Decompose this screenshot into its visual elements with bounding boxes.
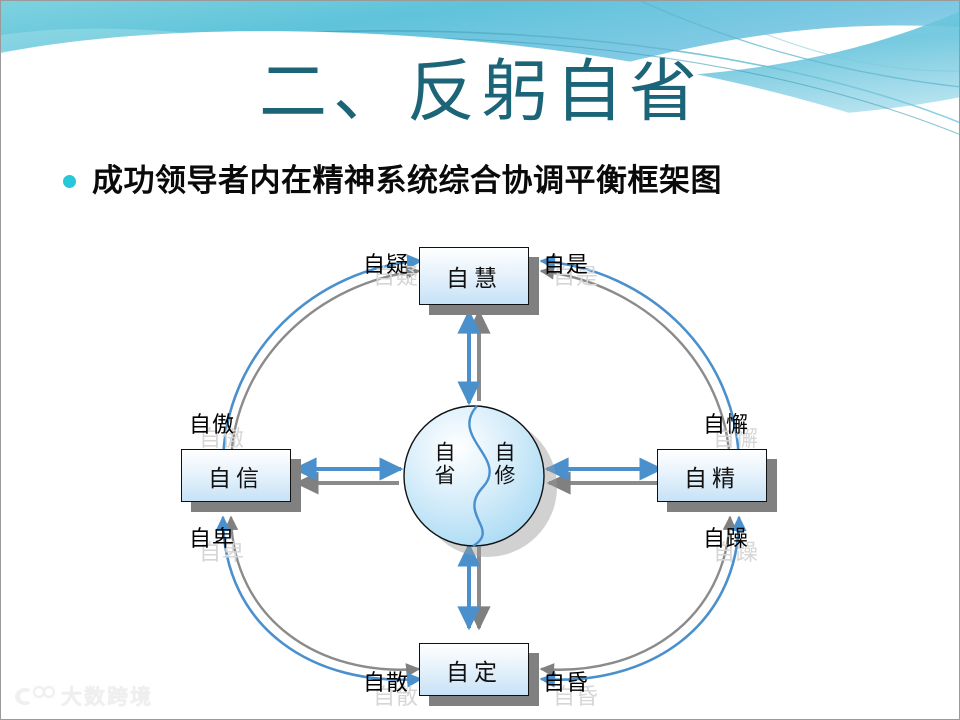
- tag-right-upper: 自懈: [703, 413, 750, 438]
- node-right[interactable]: 自精: [657, 449, 767, 502]
- title-block: 二、反躬自省: [1, 53, 959, 133]
- page-title: 二、反躬自省: [258, 53, 703, 132]
- arc-gray-top-left: [224, 265, 421, 466]
- tag-ghost-bottom-right: 自昏: [553, 685, 600, 710]
- node-top[interactable]: 自慧: [419, 247, 529, 305]
- spoke-left: [292, 457, 404, 495]
- watermark-text: 大数跨境: [61, 685, 153, 709]
- node-bottom[interactable]: 自定: [419, 643, 529, 696]
- arc-gray-top-right: [539, 265, 737, 467]
- arc-blue-top-right: [539, 254, 747, 469]
- tag-bottom-right: 自昏: [543, 671, 590, 696]
- watermark: 大数跨境: [13, 681, 153, 711]
- arc-gray-bottom-left: [224, 515, 421, 677]
- node-left[interactable]: 自信: [181, 449, 291, 502]
- arc-gray-bottom-right: [539, 515, 737, 677]
- watermark-logo-icon: [15, 685, 55, 705]
- spoke-bottom: [457, 542, 491, 631]
- center-label-right: 自修: [492, 441, 516, 487]
- arc-blue-top-left: [215, 254, 423, 468]
- diagram-connectors: [215, 254, 747, 688]
- tag-left-lower: 自卑: [189, 527, 236, 552]
- tag-right-lower: 自躁: [703, 527, 750, 552]
- bullet-icon: [63, 174, 76, 188]
- spoke-right: [544, 457, 664, 495]
- center-oval-group: [403, 405, 557, 557]
- subtitle-text: 成功领导者内在精神系统综合协调平衡框架图: [92, 163, 722, 199]
- tag-top-right: 自是: [543, 253, 590, 278]
- arc-blue-bottom-right: [539, 515, 747, 688]
- spoke-top: [457, 309, 491, 406]
- center-s-curve: [468, 405, 491, 548]
- arc-blue-bottom-left: [215, 515, 423, 688]
- framework-diagram: 自省 自修 自慧 自信 自精 自定 自疑 自疑 自是 自是 自傲 自傲 自卑 自…: [1, 229, 959, 710]
- center-label-left: 自省: [432, 441, 456, 487]
- subtitle-row: 成功领导者内在精神系统综合协调平衡框架图: [63, 163, 722, 199]
- tag-left-upper: 自傲: [189, 413, 236, 438]
- tag-ghost-bottom-left: 自散: [373, 685, 420, 710]
- tag-top-left: 自疑: [363, 253, 410, 278]
- center-oval: [403, 405, 545, 547]
- tag-bottom-left: 自散: [363, 671, 410, 696]
